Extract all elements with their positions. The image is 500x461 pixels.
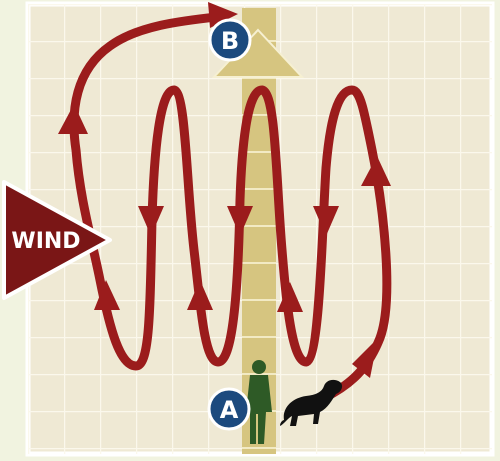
arrowhead-left-up <box>94 280 120 310</box>
arrowhead-col2-down <box>227 206 253 236</box>
handler-silhouette <box>246 360 272 444</box>
arrowhead-end <box>208 2 238 28</box>
wind-arrow <box>2 180 112 300</box>
point-a-marker: A <box>207 387 251 431</box>
arrowhead-upper-left <box>58 104 88 134</box>
arrowhead-right-up <box>361 156 391 186</box>
wind-label: WIND <box>11 229 80 254</box>
arrowhead-start <box>352 338 378 378</box>
point-b-label: B <box>221 27 239 55</box>
path-arrowheads <box>58 2 391 378</box>
arrowhead-col2b-up <box>187 280 213 310</box>
quartering-path <box>69 11 392 403</box>
point-a-label: A <box>220 396 239 424</box>
arrowhead-col3-up <box>277 282 303 312</box>
point-b-marker: B <box>208 18 252 62</box>
dog-silhouette <box>280 379 343 426</box>
arrowhead-col4-down <box>313 206 339 236</box>
arrowhead-col1-down <box>138 206 164 236</box>
